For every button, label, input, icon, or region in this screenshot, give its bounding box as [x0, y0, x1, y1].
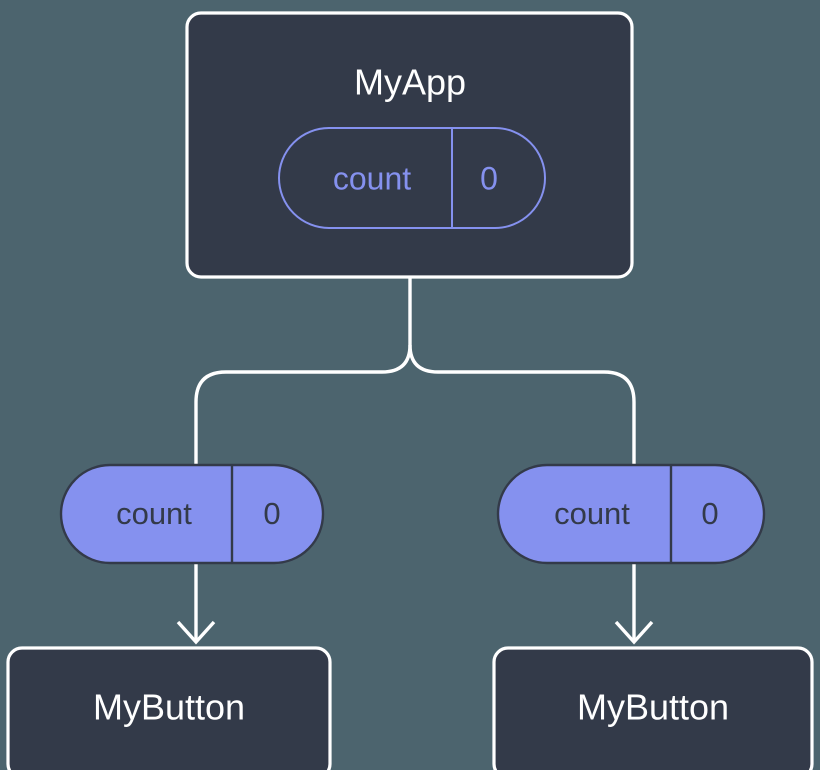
arrowhead-right-icon	[614, 620, 654, 645]
node-mybutton-right-border	[492, 646, 814, 770]
node-mybutton-left-title: MyButton	[93, 687, 245, 728]
node-mybutton-right[interactable]: MyButton	[492, 646, 814, 770]
prop-pill-right-value: 0	[701, 496, 718, 531]
connector-branch-left	[194, 344, 412, 465]
node-mybutton-right-title: MyButton	[577, 687, 729, 728]
node-myapp-background	[187, 13, 632, 277]
node-mybutton-left-border	[6, 646, 332, 770]
connector-branch-right	[408, 344, 636, 465]
node-mybutton-left-background	[8, 648, 330, 770]
node-myapp-title: MyApp	[354, 62, 466, 103]
prop-pill-left-shape	[59, 463, 325, 565]
state-pill-myapp-value: 0	[480, 160, 498, 196]
prop-pill-left-key: count	[116, 496, 192, 531]
prop-pill-left-value: 0	[263, 496, 280, 531]
arrowhead-left-icon	[176, 620, 216, 645]
prop-pill-right[interactable]: count 0	[496, 463, 766, 565]
node-mybutton-left[interactable]: MyButton	[6, 646, 332, 770]
connector-group	[176, 277, 654, 645]
prop-pill-right-shape	[496, 463, 766, 565]
node-myapp-border	[185, 11, 634, 279]
state-pill-myapp-key: count	[333, 160, 411, 196]
node-myapp[interactable]: MyApp count 0	[185, 11, 634, 279]
state-pill-myapp[interactable]: count 0	[278, 127, 546, 229]
state-pill-myapp-outline	[278, 127, 546, 229]
node-mybutton-right-background	[494, 648, 812, 770]
prop-pill-right-key: count	[554, 496, 630, 531]
prop-pill-left[interactable]: count 0	[59, 463, 325, 565]
